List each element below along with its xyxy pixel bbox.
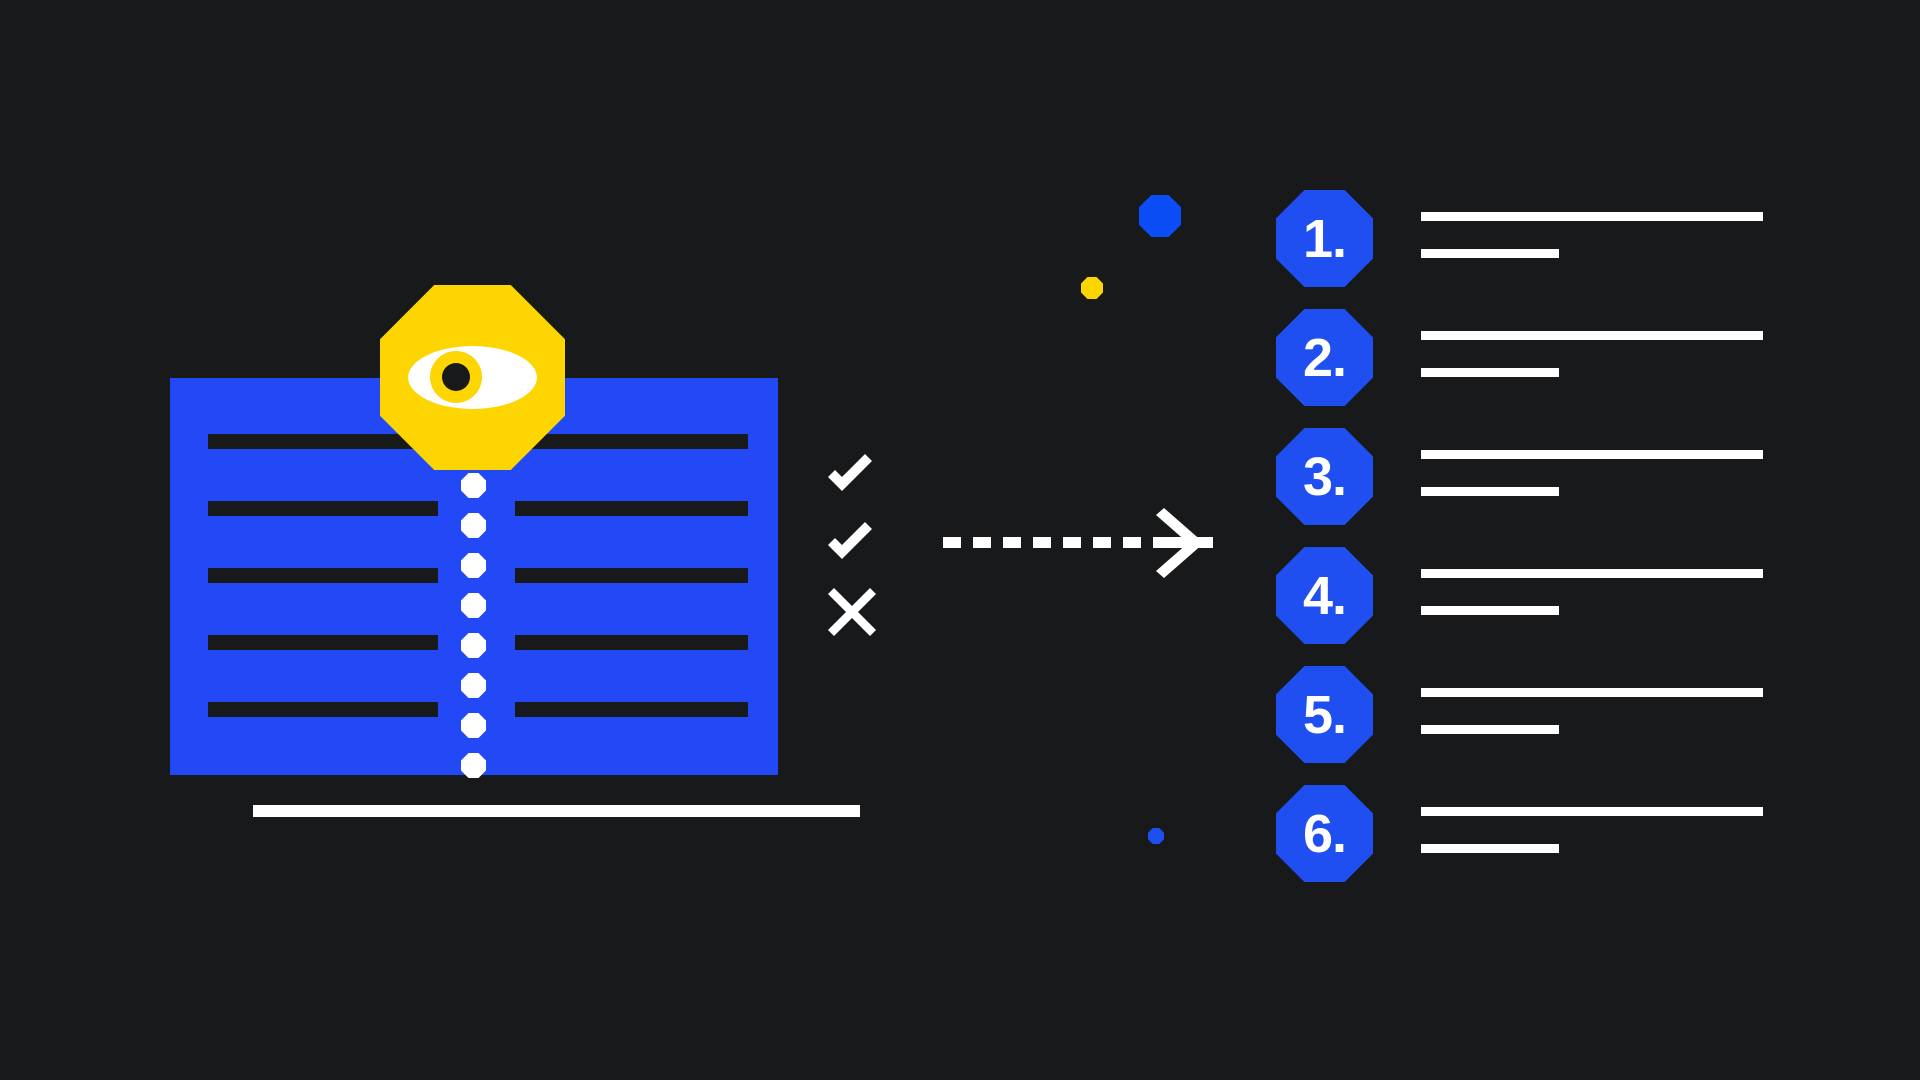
document-text-line [515,568,748,583]
step-number-badge: 6. [1276,785,1373,882]
step-number-badge: 5. [1276,666,1373,763]
document-text-line [515,501,748,516]
scan-dot [461,593,486,618]
list-item[interactable]: 3. [1276,428,1806,547]
document-text-line [208,501,438,516]
document-text-line [208,568,438,583]
scan-dot [461,753,486,778]
step-text-line [1421,844,1559,853]
step-text-line [1421,450,1763,459]
document-text-line [208,635,438,650]
eye-pupil-icon [442,363,470,391]
scan-dot [461,553,486,578]
step-text-line [1421,249,1559,258]
step-text-placeholder [1421,331,1766,377]
step-number-badge: 1. [1276,190,1373,287]
step-number-badge: 2. [1276,309,1373,406]
scan-dot [461,673,486,698]
step-text-line [1421,725,1559,734]
list-item[interactable]: 2. [1276,309,1806,428]
document-baseline [253,805,860,817]
step-text-placeholder [1421,212,1766,258]
step-text-placeholder [1421,688,1766,734]
step-text-placeholder [1421,450,1766,496]
step-text-line [1421,212,1763,221]
step-text-line [1421,487,1559,496]
step-text-placeholder [1421,807,1766,853]
step-text-line [1421,331,1763,340]
check-icon [824,450,876,502]
step-number-badge: 4. [1276,547,1373,644]
document-text-line [515,635,748,650]
deco-octagon-blue-large [1139,195,1181,237]
document-text-line [515,702,748,717]
scan-dot [461,513,486,538]
step-text-line [1421,807,1763,816]
list-item[interactable]: 4. [1276,547,1806,666]
cross-icon [826,586,878,638]
scan-dot [461,473,486,498]
step-text-line [1421,569,1763,578]
scan-path-dots [461,473,489,791]
scan-dot [461,633,486,658]
step-text-placeholder [1421,569,1766,615]
numbered-steps-list: 1. 2. 3. 4. [1276,190,1806,904]
deco-octagon-yellow [1081,277,1103,299]
step-text-line [1421,606,1559,615]
deco-octagon-blue-small [1148,828,1164,844]
review-eye-badge [380,285,565,470]
check-icon [824,518,876,570]
list-item[interactable]: 5. [1276,666,1806,785]
list-item[interactable]: 6. [1276,785,1806,904]
document-text-line [208,702,438,717]
step-text-line [1421,688,1763,697]
step-number-badge: 3. [1276,428,1373,525]
list-item[interactable]: 1. [1276,190,1806,309]
step-text-line [1421,368,1559,377]
scan-dot [461,713,486,738]
arrow-right-icon [943,508,1223,578]
